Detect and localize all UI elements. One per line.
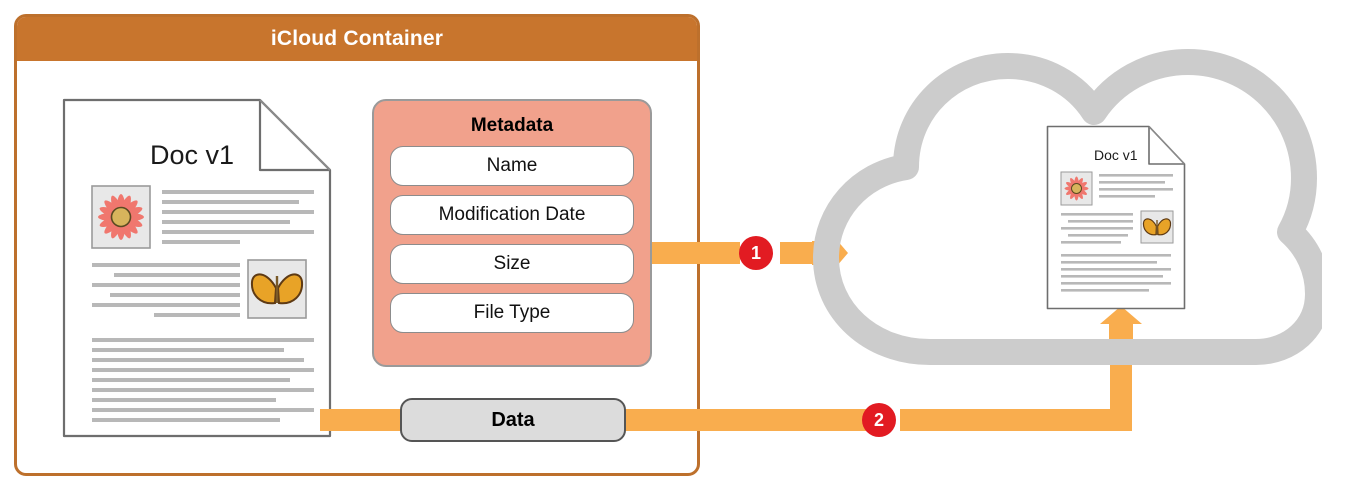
data-flow-bar-doc <box>320 409 404 431</box>
metadata-flow-bar-right <box>780 242 818 264</box>
metadata-field-size: Size <box>390 244 634 284</box>
document-shape <box>62 98 332 438</box>
cloud-document-shape <box>1046 125 1186 310</box>
data-flow-bar-mid <box>622 409 868 431</box>
metadata-title: Metadata <box>470 115 554 136</box>
text-lines-block-1 <box>1099 174 1173 198</box>
cloud-document-title: Doc v1 <box>1094 147 1138 163</box>
data-flow-arrowhead <box>1100 306 1142 342</box>
step-badge-2: 2 <box>862 403 896 437</box>
butterfly-image <box>247 259 307 319</box>
step-badge-1: 1 <box>739 236 773 270</box>
text-lines-block-2 <box>92 263 240 317</box>
flower-image <box>1060 171 1093 206</box>
cloud-shape <box>813 49 1322 365</box>
metadata-field-name: Name <box>390 146 634 186</box>
metadata-field-file-type: File Type <box>390 293 634 333</box>
data-flow-bar-right <box>900 409 1132 431</box>
source-document-title: Doc v1 <box>150 140 235 170</box>
text-lines-block-1 <box>162 190 314 244</box>
data-channel-pill: Data <box>400 398 626 442</box>
data-channel-label: Data <box>491 408 535 431</box>
flower-image <box>91 185 151 249</box>
source-document: Doc v1 <box>62 98 334 438</box>
butterfly-image <box>1140 210 1174 244</box>
text-lines-block-2 <box>1061 213 1133 244</box>
container-header: iCloud Container <box>17 17 697 61</box>
metadata-panel: Metadata Name Modification Date Size Fil… <box>372 99 652 367</box>
container-title: iCloud Container <box>270 27 444 50</box>
text-lines-block-3 <box>1061 254 1171 292</box>
cloud-document: Doc v1 <box>1046 125 1186 310</box>
text-lines-block-3 <box>92 338 314 422</box>
metadata-flow-bar-left <box>652 242 740 264</box>
metadata-field-modification-date: Modification Date <box>390 195 634 235</box>
